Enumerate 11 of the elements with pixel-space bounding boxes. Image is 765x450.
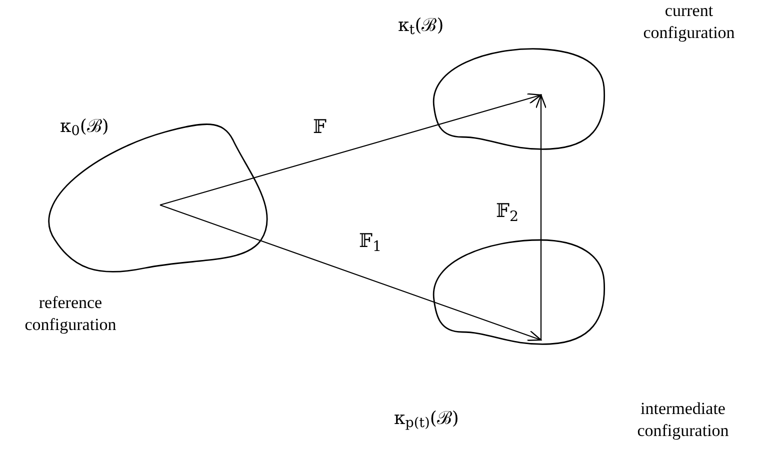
- edge-label: 𝔽$_{2}$: [495, 200, 520, 224]
- configuration-symbol: κ$_{t}$(ℬ): [398, 15, 445, 38]
- configuration-label: reference configuration: [24, 292, 118, 336]
- configuration-symbol: κ$_{p(t)}$(ℬ): [394, 408, 460, 430]
- configuration-symbol: κ$_{0}$(ℬ): [60, 116, 110, 138]
- arrow: [160, 93, 542, 206]
- configuration-label: intermediate configuration: [636, 398, 730, 442]
- arrow: [160, 204, 542, 341]
- arrow: [535, 94, 547, 340]
- edge-label: 𝔽$_{1}$: [358, 230, 383, 254]
- configuration-label: current configuration: [642, 0, 736, 44]
